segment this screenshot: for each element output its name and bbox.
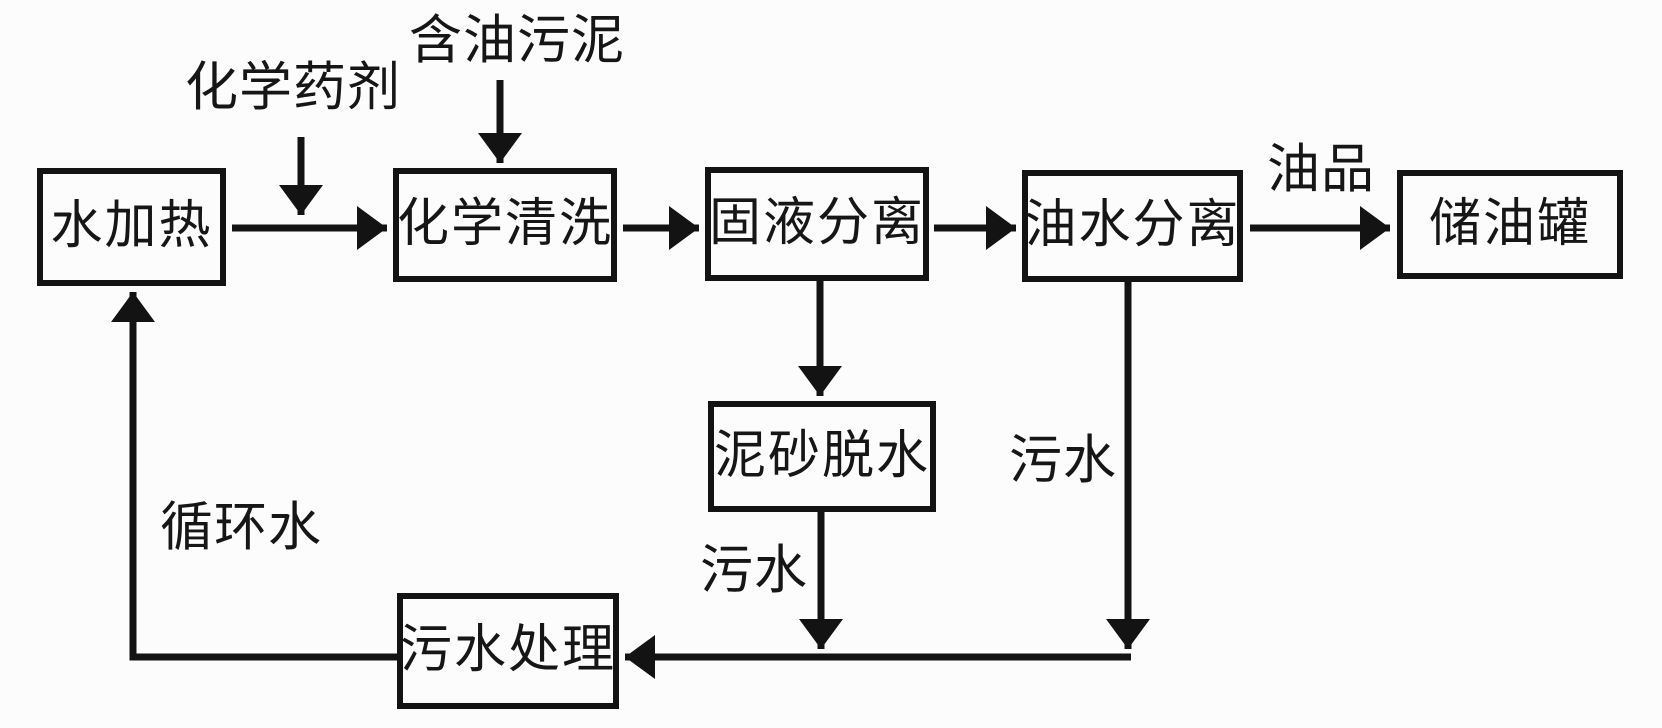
node-water-heating: 水加热 <box>37 168 226 286</box>
node-oil-water-separation-label: 油水分离 <box>1024 197 1241 254</box>
node-solid-liquid-separation: 固液分离 <box>705 167 929 281</box>
label-sewage-left: 污水 <box>700 542 808 600</box>
node-oil-water-separation: 油水分离 <box>1022 170 1243 282</box>
node-sand-dewatering: 泥砂脱水 <box>708 401 936 512</box>
node-oil-storage-tank: 储油罐 <box>1397 170 1623 279</box>
node-chemical-cleaning-label: 化学清洗 <box>397 196 614 253</box>
arrow-circulating-water-return <box>111 292 397 661</box>
node-sand-dewatering-label: 泥砂脱水 <box>714 427 931 485</box>
node-water-heating-label: 水加热 <box>50 198 213 255</box>
label-circulating-water: 循环水 <box>160 499 322 557</box>
label-oil-product: 油品 <box>1267 141 1375 199</box>
label-sewage-right: 污水 <box>1009 432 1117 490</box>
node-chemical-cleaning: 化学清洗 <box>393 168 617 282</box>
node-oil-storage-tank-label: 储油罐 <box>1428 195 1591 253</box>
label-chemical-agent: 化学药剂 <box>185 59 401 117</box>
node-sewage-treatment-label: 污水处理 <box>400 622 617 679</box>
node-sewage-treatment: 污水处理 <box>397 593 619 709</box>
label-oily-sludge: 含油污泥 <box>409 12 625 70</box>
node-solid-liquid-separation-label: 固液分离 <box>709 195 926 252</box>
